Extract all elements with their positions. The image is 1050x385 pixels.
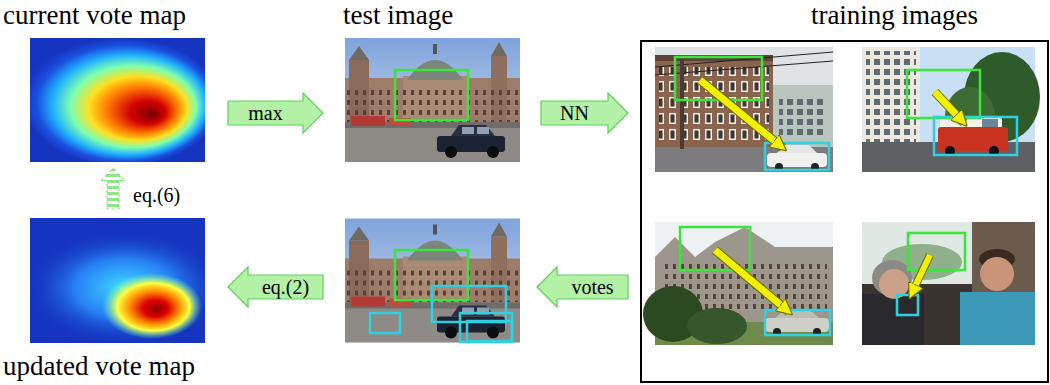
arrow-label: eq.(2) (260, 276, 311, 298)
flow-arrow (101, 168, 125, 209)
training-photo (862, 222, 1035, 345)
sky (655, 47, 833, 172)
image-panel: current vote map (0, 0, 216, 165)
match-box (908, 233, 965, 270)
image-panel: test image (335, 0, 529, 165)
query-box (395, 70, 468, 120)
updated-vote-map-image (25, 218, 225, 346)
street-photo (345, 38, 520, 162)
training-photo (655, 47, 833, 172)
pole (680, 59, 684, 149)
panel-heading: training images (640, 0, 1049, 30)
flow-arrow (541, 93, 628, 133)
person-body (960, 292, 1035, 345)
flow-arrow (228, 267, 323, 307)
interior (862, 222, 1035, 345)
offset-arrow-outline (715, 250, 789, 312)
flow-arrow (228, 93, 323, 133)
offset-arrow-outline (935, 92, 964, 123)
test-image-photo (345, 38, 520, 162)
vote-box (370, 313, 400, 333)
frame-border (640, 40, 1049, 383)
van-window (982, 119, 998, 127)
person-body (862, 294, 924, 345)
offset-arrow (715, 250, 789, 312)
match-box (680, 227, 750, 270)
arrow-label: eq.(6) (131, 184, 182, 206)
offset-arrow (700, 80, 783, 148)
panel-heading: test image (335, 0, 529, 30)
heatmap-glow (30, 230, 205, 343)
offset-arrow-outline (911, 255, 930, 295)
tree (687, 308, 747, 344)
object-box (765, 143, 829, 170)
arrow-label: votes (569, 276, 615, 298)
vote-box (467, 321, 512, 341)
face (980, 257, 1014, 291)
road (862, 142, 1035, 172)
object-box (765, 310, 830, 335)
heatmap-blob (30, 38, 205, 162)
match-box (907, 70, 980, 118)
object-box (934, 117, 1017, 155)
vote-box (432, 286, 506, 322)
panel-heading: current vote map (0, 0, 216, 30)
arrow-label: NN (558, 102, 591, 124)
car-roof (775, 311, 819, 318)
image-panel: training images (640, 0, 1049, 383)
object-box (897, 295, 918, 315)
training-photo (862, 47, 1040, 172)
offset-arrow (935, 92, 964, 123)
current-vote-map-image (24, 38, 220, 166)
street-photo (345, 219, 520, 343)
offset-arrow (911, 255, 930, 295)
arrow-label: max (246, 102, 284, 124)
offset-arrow-outline (700, 80, 783, 148)
image-panel (335, 212, 525, 352)
training-photo (643, 222, 833, 345)
apartment-block (862, 47, 920, 157)
image-panel: updated vote map (0, 212, 216, 385)
windows (866, 51, 916, 147)
voted-test-image (345, 219, 520, 343)
heatmap-blob (102, 273, 202, 339)
flow-arrow (537, 267, 628, 307)
panel-heading: updated vote map (0, 351, 216, 385)
windows (779, 95, 827, 135)
vote-box (460, 313, 512, 342)
